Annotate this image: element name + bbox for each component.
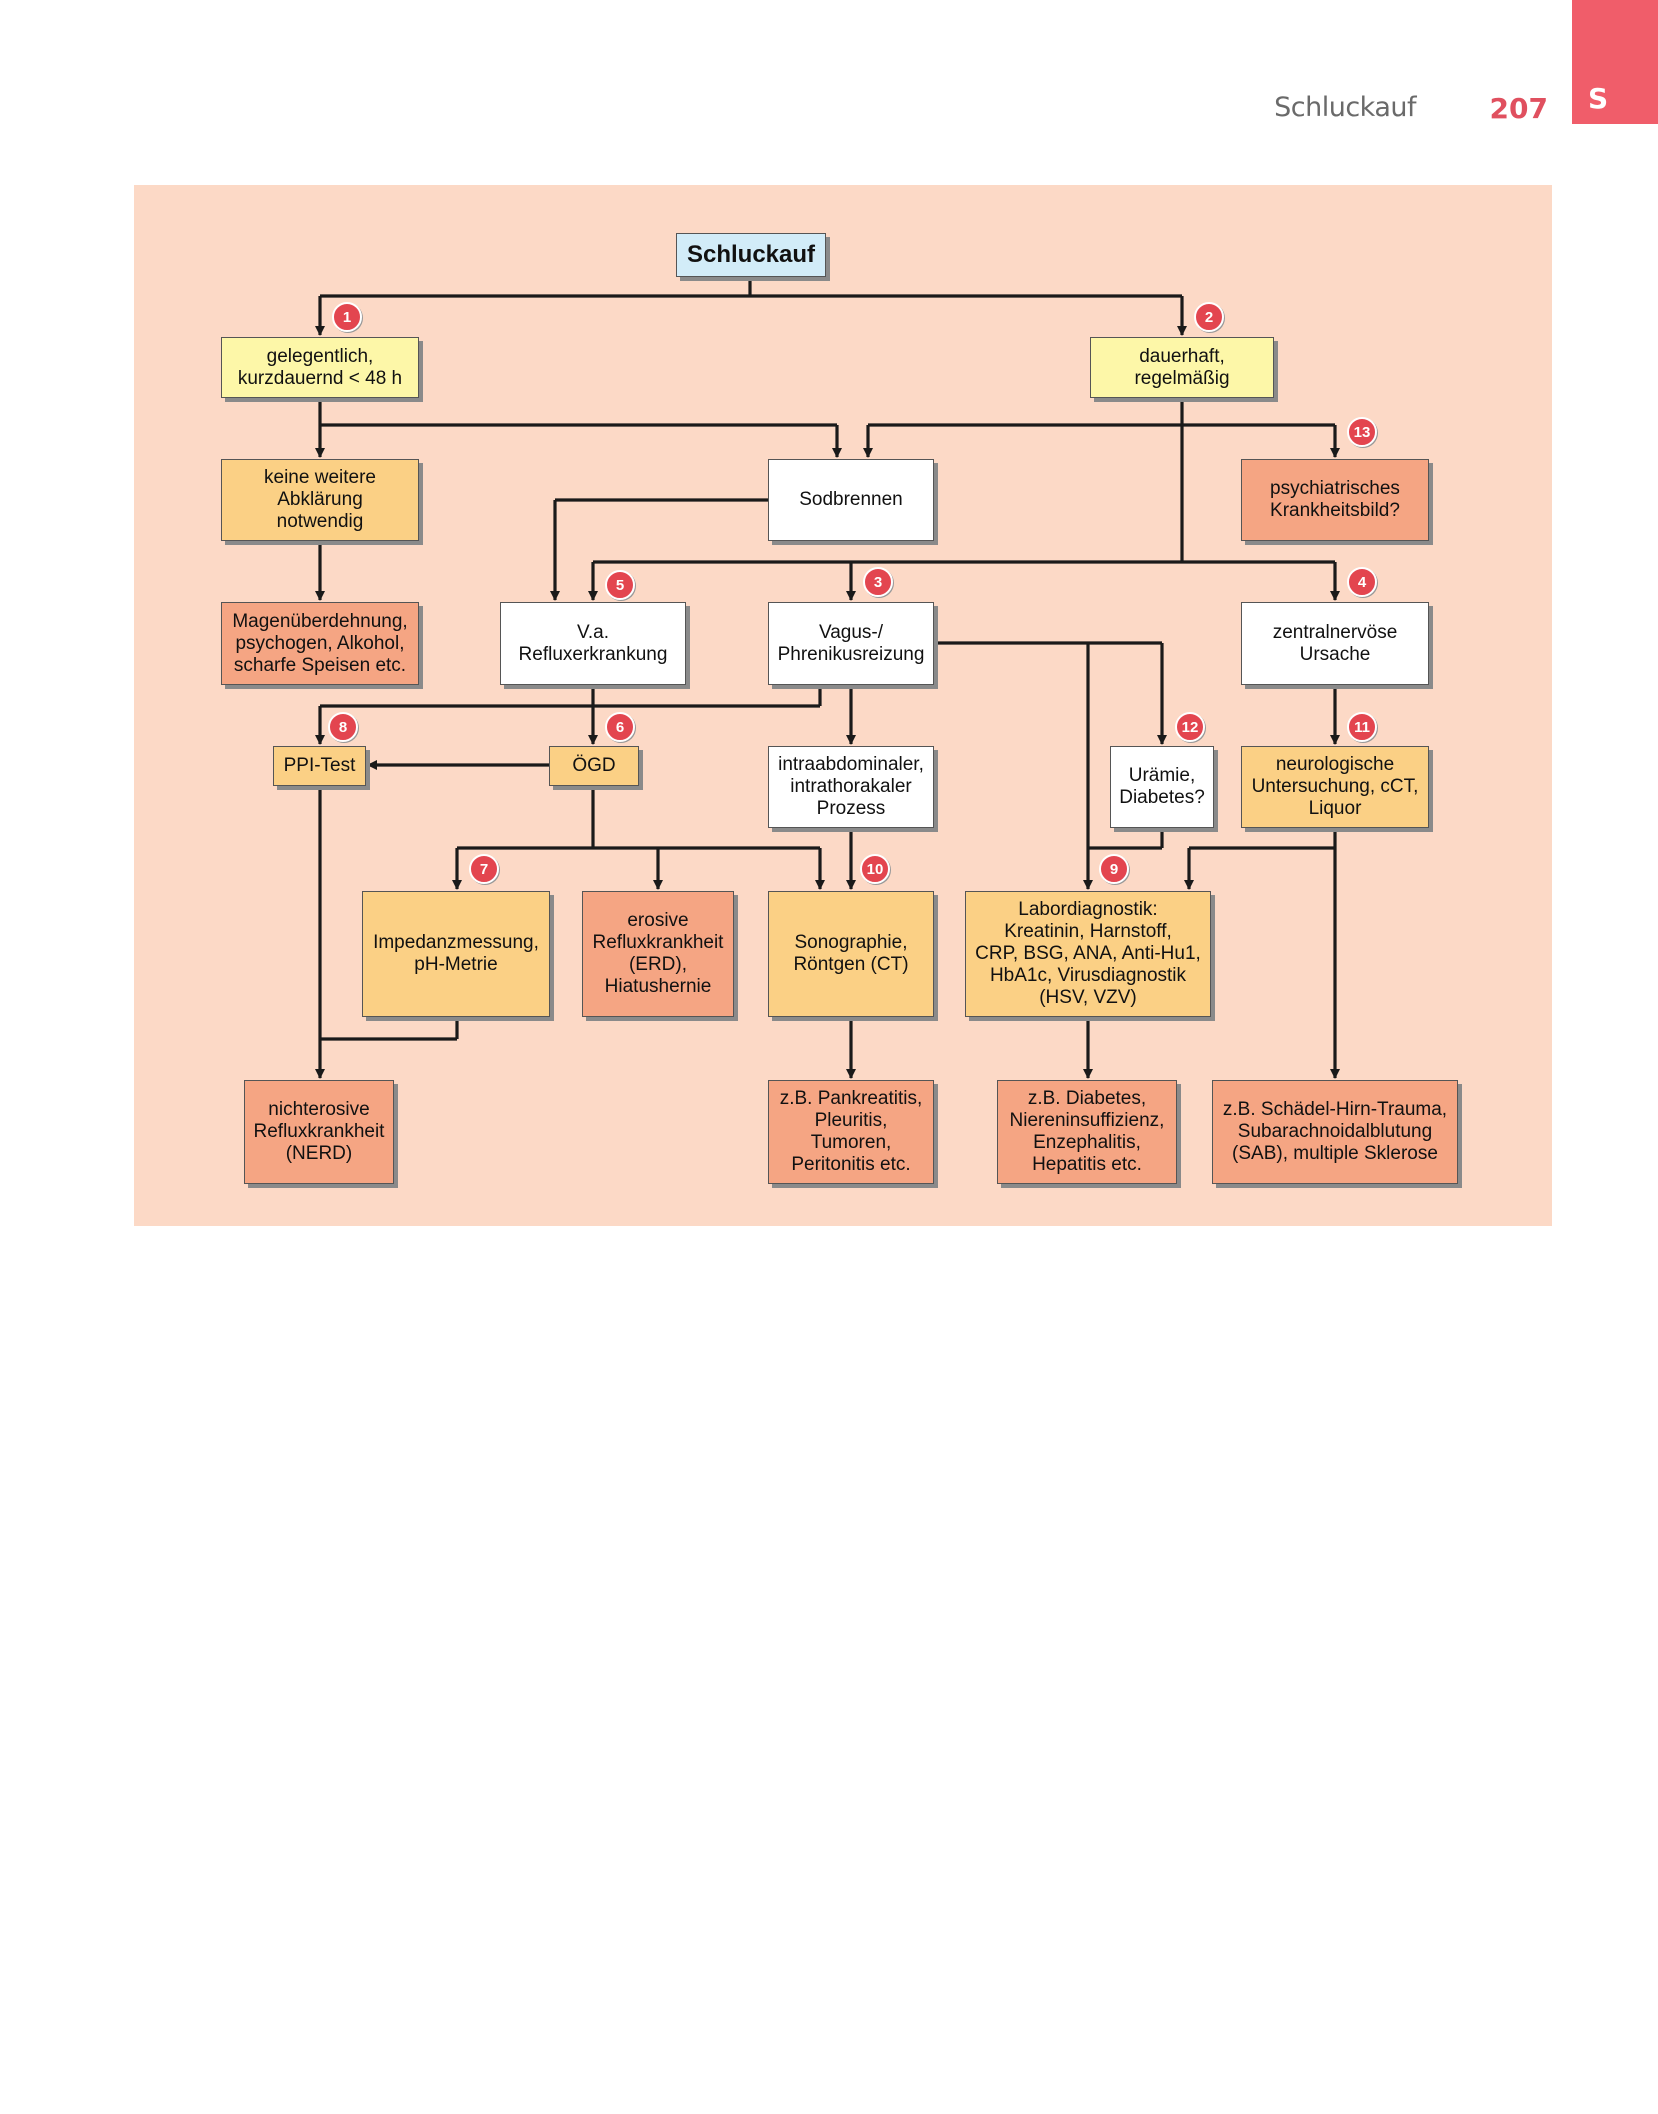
vagus-node: Vagus-/ Phrenikusreizung (768, 602, 934, 685)
step-badge-6: 6 (605, 712, 635, 742)
uraemie-node: Urämie, Diabetes? (1110, 746, 1214, 828)
section-letter: S (1588, 82, 1609, 115)
sono-node: Sonographie, Röntgen (CT) (768, 891, 934, 1017)
oegd-node: ÖGD (549, 746, 639, 786)
impedanz-node: Impedanzmessung, pH-Metrie (362, 891, 550, 1017)
neuro-node: neurologische Untersuchung, cCT, Liquor (1241, 746, 1429, 828)
dauerhaft-node: dauerhaft, regelmäßig (1090, 337, 1274, 398)
step-badge-9: 9 (1099, 854, 1129, 884)
section-tab: S (1572, 0, 1658, 124)
erd-node: erosive Refluxkrankheit (ERD), Hiatusher… (582, 891, 734, 1017)
intraabdominal-node: intraabdominaler, intrathorakaler Prozes… (768, 746, 934, 828)
keine-weitere-node: keine weitere Abklärung notwendig (221, 459, 419, 541)
step-badge-13: 13 (1347, 417, 1377, 447)
reflux-va-node: V.a. Refluxerkrankung (500, 602, 686, 685)
sodbrennen-node: Sodbrennen (768, 459, 934, 541)
pankreatitis-node: z.B. Pankreatitis, Pleuritis, Tumoren, P… (768, 1080, 934, 1184)
step-badge-3: 3 (863, 567, 893, 597)
flowchart-panel: Schluckauf gelegentlich, kurzdauernd < 4… (134, 185, 1552, 1226)
step-badge-10: 10 (860, 854, 890, 884)
gelegentlich-node: gelegentlich, kurzdauernd < 48 h (221, 337, 419, 398)
step-badge-8: 8 (328, 712, 358, 742)
step-badge-4: 4 (1347, 567, 1377, 597)
magen-node: Magenüberdehnung, psychogen, Alkohol, sc… (221, 602, 419, 685)
nerd-node: nichterosive Refluxkrankheit (NERD) (244, 1080, 394, 1184)
step-badge-7: 7 (469, 854, 499, 884)
flowchart-connectors (315, 277, 1340, 1079)
labor-node: Labordiagnostik: Kreatinin, Harnstoff, C… (965, 891, 1211, 1017)
step-badge-2: 2 (1194, 302, 1224, 332)
step-badge-1: 1 (332, 302, 362, 332)
step-badge-5: 5 (605, 570, 635, 600)
sht-node: z.B. Schädel-Hirn-Trauma, Subarachnoidal… (1212, 1080, 1458, 1184)
zentral-node: zentralnervöse Ursache (1241, 602, 1429, 685)
schluckauf-node: Schluckauf (676, 233, 826, 277)
step-badge-11: 11 (1347, 712, 1377, 742)
step-badge-12: 12 (1175, 712, 1205, 742)
running-title: Schluckauf (1274, 92, 1416, 123)
ppi-test-node: PPI-Test (273, 746, 366, 786)
psychiatrisch-node: psychiatrisches Krankheitsbild? (1241, 459, 1429, 541)
page-number: 207 (1489, 92, 1548, 125)
diabetes-node: z.B. Diabetes, Niereninsuffizienz, Enzep… (997, 1080, 1177, 1184)
